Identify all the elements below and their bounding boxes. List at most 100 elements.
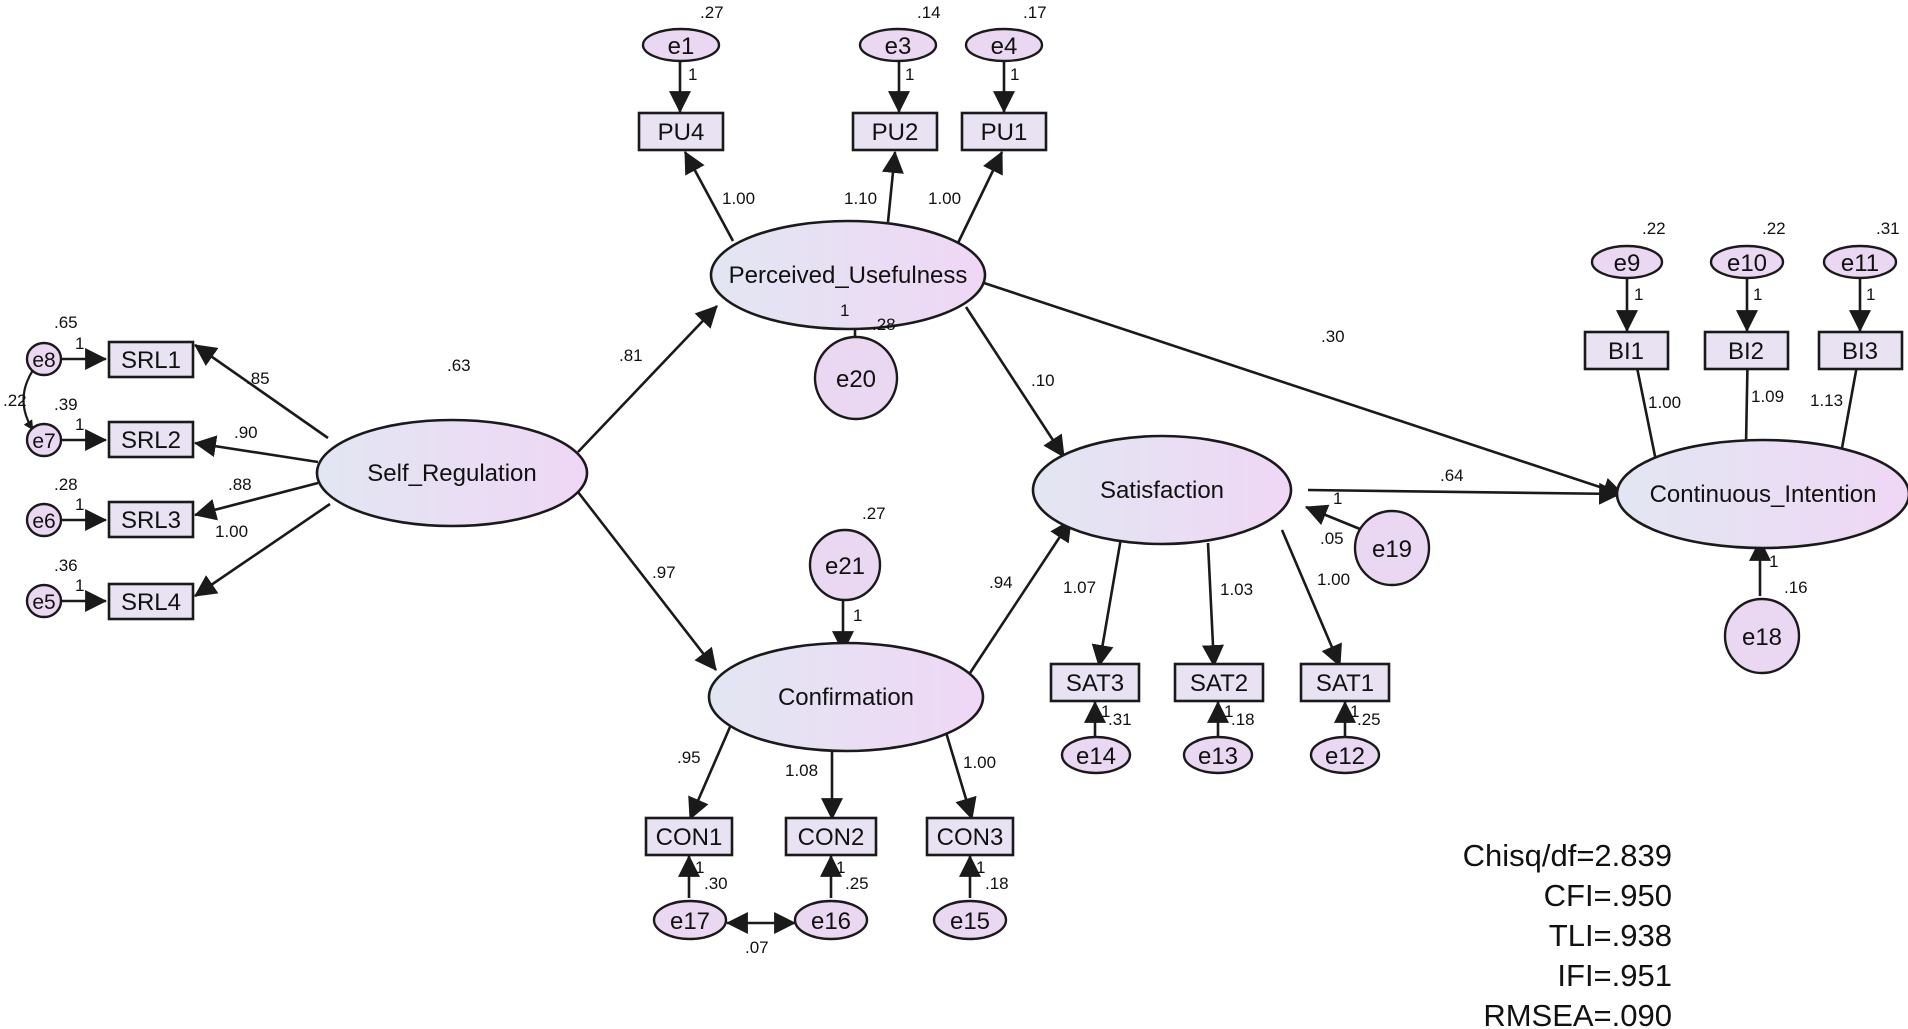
indicator-sat2: SAT2: [1173, 662, 1265, 703]
loading-sat2: [1201, 542, 1224, 668]
path-sr-con: [576, 491, 718, 671]
path-pu-ci: [983, 281, 1626, 499]
cov-e8-e7: [22, 359, 43, 431]
indicator-pu1: PU1: [960, 111, 1048, 152]
svg-text:SRL1: SRL1: [121, 347, 181, 374]
svg-text:e9: e9: [1614, 250, 1641, 277]
error-e18: e18: [1723, 597, 1801, 675]
indicator-bi2: BI2: [1703, 330, 1790, 371]
variance-e13: .18: [1231, 710, 1255, 729]
indicator-srl4: SRL4: [107, 582, 195, 621]
variance-e18: .16: [1784, 578, 1808, 597]
loading-label-pu4: 1.00: [722, 189, 755, 208]
loading-pu2: [881, 150, 904, 223]
svg-text:CON1: CON1: [656, 824, 723, 851]
error-e1: e1: [641, 27, 721, 63]
latent-self-regulation-label: Self_Regulation: [367, 460, 536, 487]
fixed-one-e21: 1: [853, 606, 862, 625]
variance-e5: .36: [54, 556, 78, 575]
error-e9: e9: [1590, 244, 1664, 280]
latent-perceived-usefulness-label: Perceived_Usefulness: [729, 262, 968, 289]
loading-srl2: [193, 435, 319, 464]
variance-e10: .22: [1762, 219, 1786, 238]
fit-tli: TLI=.938: [1549, 918, 1672, 953]
error-e16: e16: [793, 899, 869, 941]
svg-text:e10: e10: [1727, 250, 1767, 277]
path-sat-ci: [1307, 482, 1622, 505]
variance-e11: .31: [1876, 219, 1900, 238]
error-e21: e21: [808, 528, 882, 602]
path-con-sat: [968, 519, 1073, 674]
loading-sat3: [1091, 537, 1123, 668]
loading-label-bi2: 1.09: [1751, 387, 1784, 406]
error-e17: e17: [652, 899, 728, 941]
variance-e15: .18: [985, 874, 1009, 893]
variance-e17: .30: [704, 874, 728, 893]
fixed-one-e16: 1: [836, 858, 845, 877]
fixed-one-e3: 1: [905, 65, 914, 84]
indicator-sat1: SAT1: [1299, 662, 1391, 703]
svg-text:e11: e11: [1841, 250, 1879, 277]
svg-text:e21: e21: [825, 553, 865, 580]
error-e10: e10: [1709, 244, 1785, 280]
path-sr-pu: [577, 305, 718, 453]
loading-con1: [688, 726, 732, 821]
loading-label-con3: 1.00: [963, 753, 996, 772]
path-label-sr-con: .97: [652, 563, 676, 582]
latent-self-regulation: Self_Regulation: [315, 418, 589, 528]
error-e12: e12: [1309, 735, 1381, 775]
variance-e12: .25: [1357, 710, 1381, 729]
cov-label-e17-e16: .07: [745, 938, 769, 957]
latent-perceived-usefulness: Perceived_Usefulness: [709, 219, 987, 331]
svg-text:SRL2: SRL2: [121, 427, 181, 454]
variance-e19: .05: [1320, 529, 1344, 548]
error-e13: e13: [1182, 735, 1254, 775]
fixed-one-e7: 1: [75, 415, 84, 434]
svg-text:SRL3: SRL3: [121, 507, 181, 534]
latent-confirmation: Confirmation: [707, 641, 985, 753]
svg-text:SAT2: SAT2: [1190, 670, 1248, 697]
indicator-con1: CON1: [644, 816, 734, 857]
indicator-pu4: PU4: [637, 111, 725, 152]
fixed-one-e13: 1: [1224, 702, 1233, 721]
error-e8: e8: [25, 341, 63, 377]
variance-e21: .27: [862, 504, 886, 523]
variance-e4: .17: [1023, 3, 1047, 22]
loading-label-srl2: .90: [234, 423, 258, 442]
indicator-bi3: BI3: [1817, 330, 1904, 371]
latent-confirmation-label: Confirmation: [778, 684, 914, 711]
fixed-one-e20: 1: [840, 301, 849, 320]
variance-e16: .25: [845, 874, 869, 893]
variance-e6: .28: [54, 475, 78, 494]
fit-rmsea: RMSEA=.090: [1483, 998, 1672, 1029]
error-e14: e14: [1060, 735, 1132, 775]
fixed-one-e1: 1: [688, 65, 697, 84]
svg-text:CON3: CON3: [937, 824, 1004, 851]
loading-label-sat2: 1.03: [1220, 580, 1253, 599]
svg-text:CON2: CON2: [798, 824, 865, 851]
indicator-con3: CON3: [925, 816, 1015, 857]
fixed-one-e5: 1: [75, 576, 84, 595]
svg-text:e13: e13: [1198, 743, 1238, 770]
loading-label-bi1: 1.00: [1648, 393, 1681, 412]
svg-text:e8: e8: [32, 349, 55, 372]
indicator-bi1: BI1: [1583, 330, 1670, 371]
variance-self-regulation: .63: [447, 356, 471, 375]
variance-e20: .28: [872, 315, 896, 334]
latent-continuous-intention: Continuous_Intention: [1615, 438, 1908, 550]
path-label-sat-ci: .64: [1440, 466, 1464, 485]
loading-srl3: [193, 481, 319, 521]
loading-label-sat3: 1.07: [1063, 578, 1096, 597]
loading-label-con2: 1.08: [785, 761, 818, 780]
svg-text:e18: e18: [1742, 624, 1782, 651]
fixed-one-e17: 1: [695, 858, 704, 877]
error-e5: e5: [25, 583, 63, 619]
error-e15: e15: [932, 899, 1008, 941]
fit-ifi: IFI=.951: [1557, 958, 1672, 993]
fixed-one-e4: 1: [1010, 65, 1019, 84]
error-e4: e4: [964, 27, 1044, 63]
indicator-con2: CON2: [784, 816, 878, 857]
svg-text:e1: e1: [668, 33, 695, 60]
error-e7: e7: [25, 422, 63, 458]
